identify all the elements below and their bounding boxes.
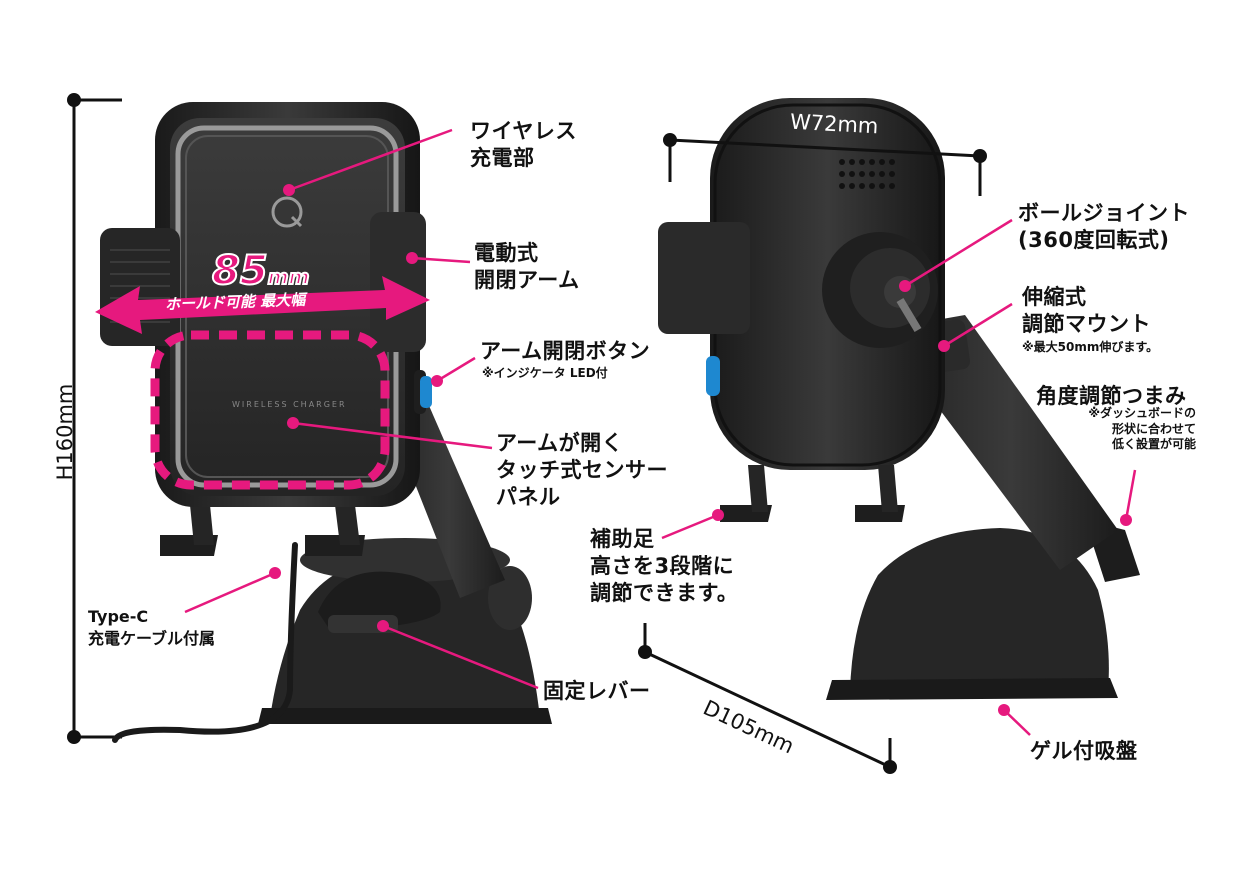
callout-motor-arm: 電動式 開閉アーム [474, 240, 580, 294]
callout-line: タッチ式センサー [496, 457, 668, 482]
callout-line: 低く設置が可能 [1111, 437, 1196, 452]
callout-line: 形状に合わせて [1111, 421, 1196, 436]
callout-arm-button: アーム開閉ボタン [480, 339, 651, 363]
callout-line: 伸縮式 [1022, 285, 1087, 309]
callout-line: (360度回転式) [1018, 227, 1170, 252]
callout-ball-joint: ボールジョイント (360度回転式) [1018, 200, 1190, 254]
hold-width-arrow [95, 276, 430, 334]
callout-telescopic: 伸縮式 調節マウント [1022, 284, 1151, 338]
callout-line: ワイヤレス [470, 119, 577, 143]
width-label: W72mm [789, 109, 879, 139]
hold-value: 85 [211, 247, 269, 295]
callout-line: Type-C [88, 607, 149, 626]
callout-angle-knob: 角度調節つまみ [1036, 384, 1187, 408]
callout-line: 充電部 [470, 145, 535, 170]
callout-line: 調節マウント [1022, 311, 1151, 336]
callout-line: ※ダッシュボードの [1088, 406, 1196, 420]
callout-dots [269, 184, 1132, 716]
callout-line: 補助足 [590, 527, 655, 551]
callout-line: 電動式 [474, 241, 539, 265]
sensor-panel-outline [150, 330, 390, 490]
back-product-view [658, 98, 1140, 700]
callout-line: 開閉アーム [474, 267, 580, 292]
callout-line: ボールジョイント [1018, 201, 1190, 225]
callout-angle-knob-note: ※ダッシュボードの 形状に合わせて 低く設置が可能 [1056, 406, 1196, 453]
hold-unit: mm [267, 264, 311, 290]
width-dimension-line [663, 133, 987, 196]
callout-sensor-panel: アームが開く タッチ式センサー パネル [496, 430, 668, 511]
callout-gel-suction: ゲル付吸盤 [1030, 739, 1138, 763]
height-label: H160mm [53, 383, 77, 481]
callout-arm-button-note: ※インジケータ LED付 [482, 366, 608, 380]
hold-width-value: 85mm [211, 246, 311, 297]
callout-fix-lever: 固定レバー [543, 679, 651, 703]
callout-support-foot: 補助足 高さを3段階に 調節できます。 [590, 526, 738, 607]
callout-line: 高さを3段階に [590, 553, 735, 578]
callout-line: パネル [496, 484, 561, 509]
callout-wireless-charging: ワイヤレス 充電部 [470, 118, 577, 172]
height-dimension-line [67, 93, 122, 744]
charger-logo-text: WIRELESS CHARGER [232, 400, 347, 409]
wireless-charging-icon [271, 196, 303, 228]
callout-line: 調節できます。 [590, 580, 739, 605]
callout-line: アームが開く [496, 431, 624, 455]
depth-dimension-line [638, 623, 897, 774]
callout-type-c: Type-C 充電ケーブル付属 [88, 606, 215, 651]
callout-leaders [184, 128, 1137, 736]
callout-line: 充電ケーブル付属 [88, 629, 216, 649]
callout-telescopic-note: ※最大50mm伸びます。 [1022, 340, 1159, 354]
